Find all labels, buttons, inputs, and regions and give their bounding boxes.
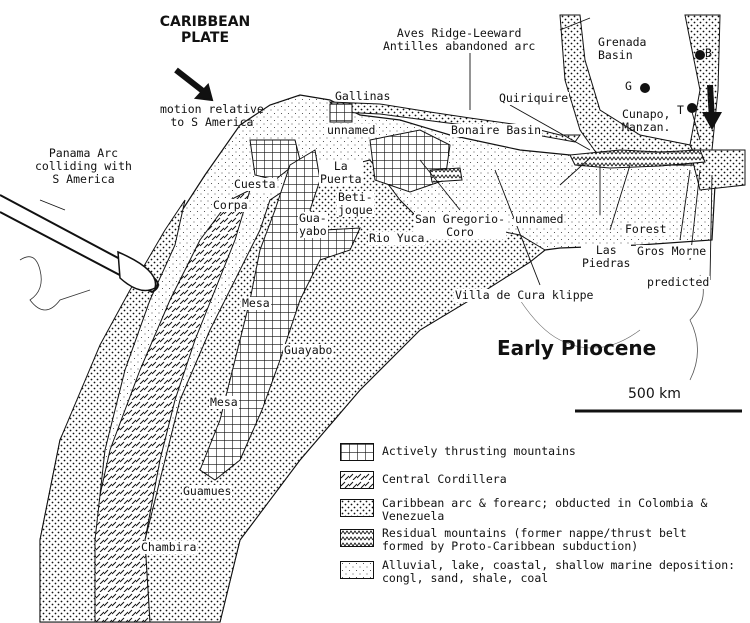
label-corpa: Corpa — [212, 198, 249, 212]
scale-label: 500 km — [628, 386, 681, 402]
western-forearc-region — [39, 199, 186, 623]
legend-item-thrusting: Actively thrusting mountains — [340, 441, 740, 469]
label-mesa-2: Mesa — [209, 395, 239, 409]
label-chambira: Chambira — [140, 540, 198, 554]
coastline-west — [19, 256, 91, 311]
label-cunapo: Cunapo, Manzan. — [622, 107, 671, 134]
legend-label: Residual mountains (former nappe/thrust … — [382, 526, 687, 553]
label-mesa-1: Mesa — [241, 296, 271, 310]
central-cordillera-region — [89, 189, 251, 623]
label-guayabo-2: Guayabo — [283, 343, 334, 357]
label-t: T — [677, 103, 684, 117]
caribbean-plate-label: CARIBBEAN PLATE — [159, 14, 251, 46]
leeward-arc-region — [684, 14, 721, 166]
swatch-fine — [340, 561, 374, 579]
swatch-hatch — [340, 471, 374, 489]
map-title: Early Pliocene — [497, 336, 657, 360]
legend-label: Alluvial, lake, coastal, shallow marine … — [382, 558, 736, 585]
legend-item-residual: Residual mountains (former nappe/thrust … — [340, 527, 740, 559]
legend-label: Actively thrusting mountains — [382, 444, 576, 458]
label-g: G — [625, 79, 632, 93]
label-bonaire: Bonaire Basin — [450, 123, 543, 137]
label-gallinas: Gallinas — [335, 89, 391, 103]
panama-arc-outline — [117, 250, 157, 292]
label-unnamed-1: unnamed — [326, 123, 377, 137]
label-villa-de-cura: Villa de Cura klippe — [454, 288, 595, 302]
label-predicted: predicted — [646, 275, 711, 289]
station-t — [687, 103, 697, 113]
thrust-region-gallinas — [329, 103, 353, 123]
label-unnamed-2: unnamed — [514, 212, 565, 226]
label-grenada: Grenada Basin — [598, 35, 647, 62]
label-san-gregorio: San Gregorio- Coro — [414, 212, 507, 239]
swatch-grid — [340, 443, 374, 461]
coastline-east — [689, 274, 704, 381]
label-b: B — [705, 46, 712, 60]
caribbean-arc-region — [144, 159, 546, 623]
legend-item-alluvial: Alluvial, lake, coastal, shallow marine … — [340, 559, 740, 591]
label-rio-yuca: Rio Yuca — [368, 231, 426, 245]
swatch-zigzag — [340, 529, 374, 547]
station-g — [640, 83, 650, 93]
label-panama: Panama Arc colliding with S America — [34, 146, 133, 186]
leeward-strip — [328, 101, 581, 143]
label-cuesta: Cuesta — [233, 177, 277, 191]
thrust-region-cuesta — [249, 139, 301, 181]
label-guayabo-1: Gua- yabo — [298, 211, 328, 238]
legend: Actively thrusting mountains Central Cor… — [340, 441, 740, 591]
legend-label: Caribbean arc & forearc; obducted in Col… — [382, 496, 708, 523]
label-las-piedras: Las Piedras — [581, 243, 632, 270]
residual-mountains-coro — [429, 167, 463, 183]
coastline-basin — [519, 299, 641, 349]
label-forest: Forest — [624, 222, 668, 236]
swatch-dots — [340, 499, 374, 517]
legend-item-arc: Caribbean arc & forearc; obducted in Col… — [340, 497, 740, 527]
label-guamues: Guamues — [182, 484, 233, 498]
legend-item-cordillera: Central Cordillera — [340, 469, 740, 497]
label-gros-morne: Gros Morne — [636, 244, 708, 258]
label-aves: Aves Ridge-Leeward Antilles abandoned ar… — [382, 26, 537, 53]
label-betijoque: Beti- joque — [337, 190, 374, 217]
station-b — [695, 50, 705, 60]
residual-mountains-east — [569, 149, 706, 169]
label-la-puerta: La Puerta — [319, 159, 363, 186]
motion-label: motion relative to S America — [160, 102, 264, 129]
legend-label: Central Cordillera — [382, 472, 507, 486]
label-quiriquire: Quiriquire — [498, 91, 570, 105]
